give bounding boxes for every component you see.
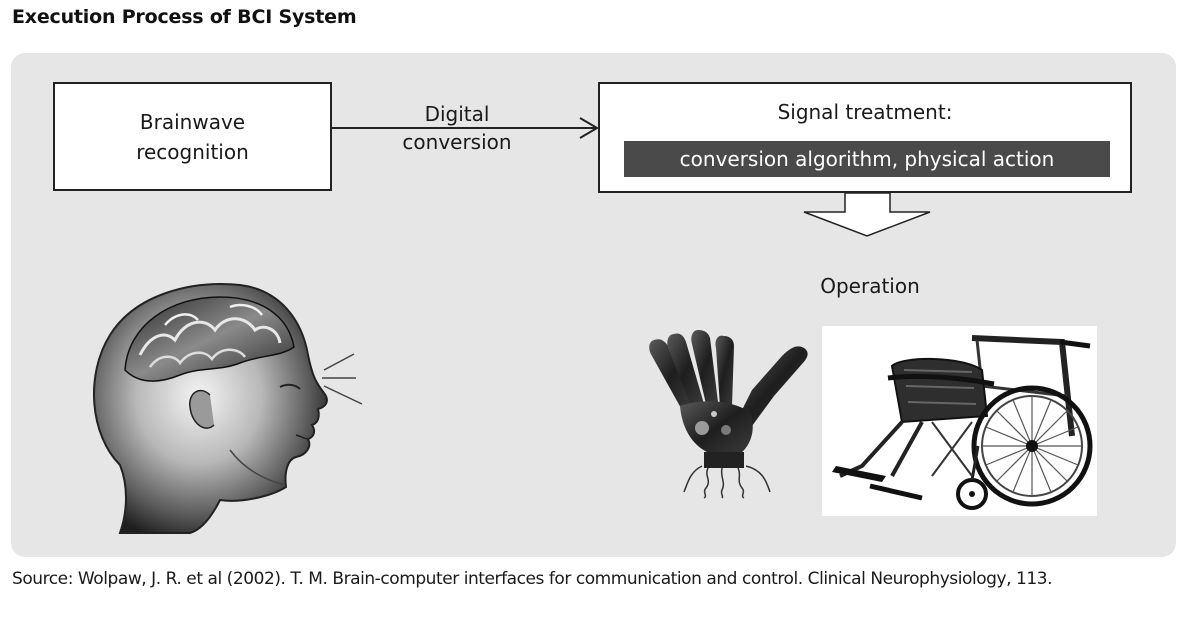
brainwave-recognition-label: Brainwave recognition: [136, 109, 249, 164]
operation-label: Operation: [820, 274, 920, 298]
brainwave-recognition-box: Brainwave recognition: [53, 82, 332, 191]
wheelchair-icon: [822, 326, 1097, 516]
digital-conversion-label: Digital conversion: [402, 102, 512, 154]
signal-lines-icon: [322, 353, 363, 405]
signal-treatment-box: Signal treatment: conversion algorithm, …: [598, 82, 1132, 193]
source-citation: Source: Wolpaw, J. R. et al (2002). T. M…: [12, 569, 1053, 589]
robotic-hand-icon: [649, 330, 808, 499]
signal-treatment-detail: conversion algorithm, physical action: [624, 141, 1110, 177]
signal-treatment-title: Signal treatment:: [777, 100, 953, 124]
head-icon: [93, 283, 328, 534]
diagram-title: Execution Process of BCI System: [12, 6, 357, 28]
